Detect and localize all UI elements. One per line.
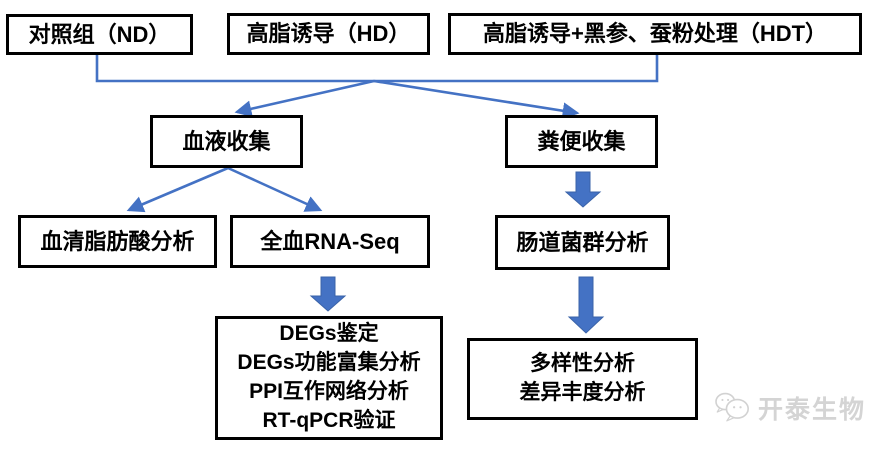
block-arrow-gut-to-diversity [567,276,605,334]
degs-line: DEGs功能富集分析 [237,351,421,375]
node-whole-blood-rnaseq: 全血RNA-Seq [230,215,430,268]
wechat-logo-icon [715,392,749,422]
node-degs-analysis-list: DEGs鉴定 DEGs功能富集分析 PPI互作网络分析 RT-qPCR验证 [215,316,443,440]
arrow-to-feces-collection [373,79,580,120]
watermark: 开泰生物 [714,384,866,432]
node-high-fat-treatment-hdt: 高脂诱导+黑参、蚕粉处理（HDT） [448,13,862,55]
diversity-line: 差异丰度分析 [519,381,646,404]
node-diversity-analysis-list: 多样性分析 差异丰度分析 [467,338,698,420]
node-serum-fatty-acid-analysis: 血清脂肪酸分析 [18,215,217,268]
connector-top-bracket [95,55,659,83]
watermark-text: 开泰生物 [757,396,866,424]
arrow-to-rnaseq [227,166,323,212]
block-arrow-feces-to-gut [564,171,602,208]
block-arrow-rnaseq-to-degs [309,276,347,312]
diversity-line: 多样性分析 [530,352,635,376]
node-high-fat-hd: 高脂诱导（HD） [227,13,430,55]
degs-line: DEGs鉴定 [279,322,379,346]
node-feces-collection: 粪便收集 [505,115,658,168]
node-control-group-nd: 对照组（ND） [6,14,193,55]
node-blood-collection: 血液收集 [150,115,303,168]
node-gut-microbiota-analysis: 肠道菌群分析 [495,215,670,270]
degs-line: RT-qPCR验证 [262,408,396,432]
degs-line: PPI互作网络分析 [249,380,409,403]
arrow-to-serum-fatty-acid [126,166,229,213]
arrow-to-blood-collection [234,79,375,118]
